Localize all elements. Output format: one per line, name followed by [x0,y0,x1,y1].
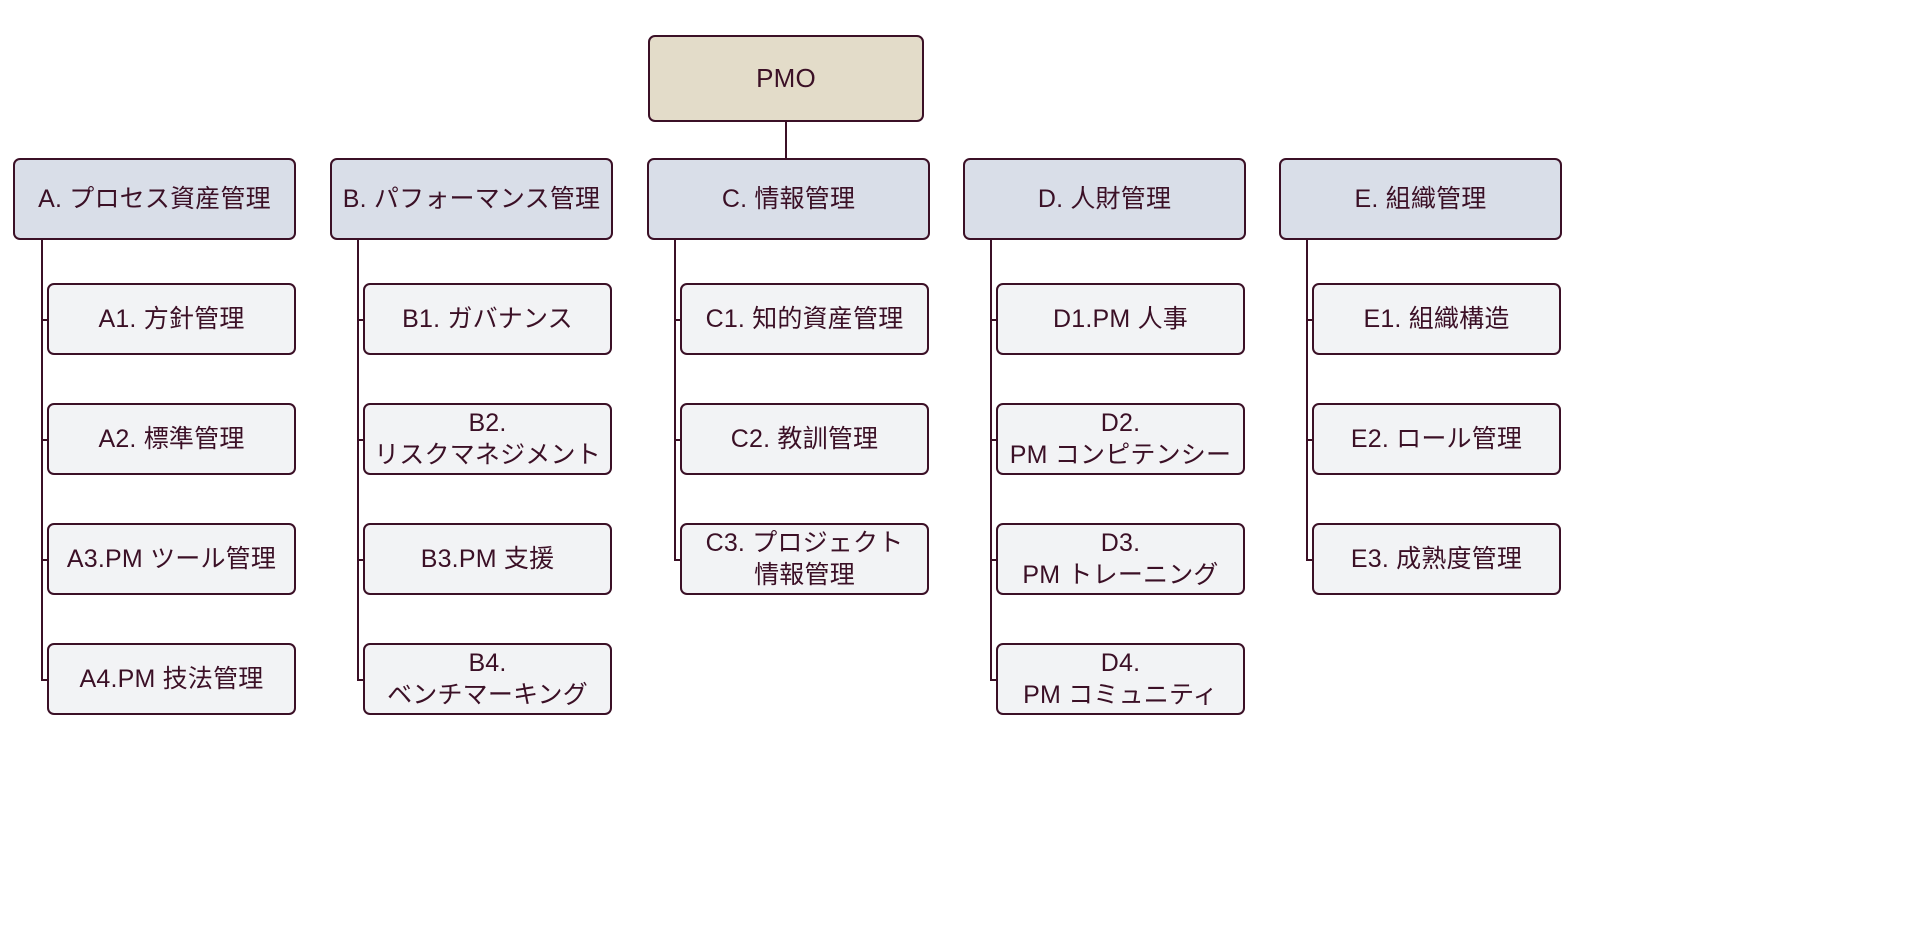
node-d1[interactable]: D1.PM 人事 [996,283,1245,355]
root-node-label: PMO [756,62,816,93]
category-c-header[interactable]: C. 情報管理 [647,158,930,240]
node-b3[interactable]: B3.PM 支援 [363,523,612,595]
connector-spine-b [357,240,359,680]
node-a3-label: A3.PM ツール管理 [66,545,277,573]
node-a1-label: A1. 方針管理 [98,305,245,333]
node-e3-label: E3. 成熟度管理 [1350,545,1523,573]
node-c1-label: C1. 知的資産管理 [705,305,904,333]
node-a4[interactable]: A4.PM 技法管理 [47,643,296,715]
node-d2[interactable]: D2.PM コンピテンシー [996,403,1245,475]
node-b2[interactable]: B2.リスクマネジメント [363,403,612,475]
category-e-header[interactable]: E. 組織管理 [1279,158,1562,240]
category-c-label: C. 情報管理 [721,185,856,213]
node-a4-label: A4.PM 技法管理 [79,665,264,693]
node-b4-label: B4.ベンチマーキング [387,649,588,709]
node-b2-label: B2.リスクマネジメント [374,409,601,469]
connector-spine-c [674,240,676,560]
node-d3[interactable]: D3.PM トレーニング [996,523,1245,595]
node-d1-label: D1.PM 人事 [1053,305,1188,333]
category-a-label: A. プロセス資産管理 [38,185,271,213]
connector-spine-d [990,240,992,680]
node-c3-label: C3. プロジェクト情報管理 [705,529,904,589]
node-e1-label: E1. 組織構造 [1363,305,1510,333]
node-b4[interactable]: B4.ベンチマーキング [363,643,612,715]
node-a2[interactable]: A2. 標準管理 [47,403,296,475]
node-c1[interactable]: C1. 知的資産管理 [680,283,929,355]
category-b-header[interactable]: B. パフォーマンス管理 [330,158,613,240]
node-d4[interactable]: D4.PM コミュニティ [996,643,1245,715]
category-b-label: B. パフォーマンス管理 [342,185,601,213]
node-a3[interactable]: A3.PM ツール管理 [47,523,296,595]
node-b3-label: B3.PM 支援 [420,545,555,573]
node-c2-label: C2. 教訓管理 [730,425,879,453]
node-d3-label: D3.PM トレーニング [1022,529,1219,589]
category-d-label: D. 人財管理 [1037,185,1172,213]
node-c3[interactable]: C3. プロジェクト情報管理 [680,523,929,595]
node-a1[interactable]: A1. 方針管理 [47,283,296,355]
node-d4-label: D4.PM コミュニティ [1023,649,1218,709]
node-c2[interactable]: C2. 教訓管理 [680,403,929,475]
category-d-header[interactable]: D. 人財管理 [963,158,1246,240]
node-e2[interactable]: E2. ロール管理 [1312,403,1561,475]
node-d2-label: D2.PM コンピテンシー [1009,409,1232,469]
node-b1-label: B1. ガバナンス [402,305,573,333]
category-e-label: E. 組織管理 [1354,185,1487,213]
connector-spine-e [1306,240,1308,560]
node-e1[interactable]: E1. 組織構造 [1312,283,1561,355]
node-e2-label: E2. ロール管理 [1350,425,1523,453]
connector-root-to-c [785,122,787,158]
root-node-pmo[interactable]: PMO [648,35,924,122]
node-a2-label: A2. 標準管理 [98,425,245,453]
category-a-header[interactable]: A. プロセス資産管理 [13,158,296,240]
connector-spine-a [41,240,43,680]
node-b1[interactable]: B1. ガバナンス [363,283,612,355]
node-e3[interactable]: E3. 成熟度管理 [1312,523,1561,595]
